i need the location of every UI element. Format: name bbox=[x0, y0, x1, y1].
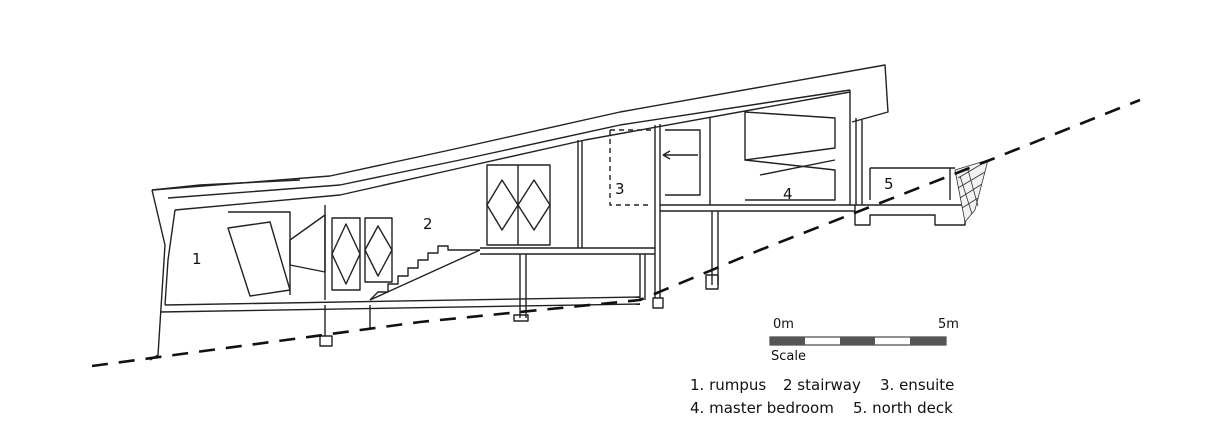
room-label-4: 4 bbox=[783, 185, 793, 203]
room-label-5: 5 bbox=[884, 175, 894, 193]
room-label-2: 2 bbox=[423, 215, 433, 233]
rumpus-floor-under bbox=[159, 303, 641, 313]
rumpus-door bbox=[289, 214, 326, 273]
rumpus-inner-wall bbox=[164, 209, 176, 306]
roof-soffit bbox=[151, 179, 301, 191]
rumpus-outer-wall bbox=[149, 189, 166, 361]
legend-item-master-bedroom: 4. master bedroom bbox=[690, 399, 834, 417]
ensuite-dashed bbox=[609, 129, 655, 206]
hall-door-right bbox=[364, 217, 393, 283]
retaining-wall-hatch bbox=[954, 159, 989, 223]
rumpus-window bbox=[227, 221, 291, 297]
stair-run bbox=[369, 245, 480, 301]
scale-bar bbox=[769, 336, 947, 346]
ground-line bbox=[91, 98, 1141, 368]
deck-slab bbox=[854, 204, 966, 226]
rumpus-window-frame bbox=[228, 211, 291, 295]
rumpus-floor bbox=[164, 296, 641, 306]
bedroom-window bbox=[665, 129, 701, 196]
legend-item-rumpus: 1. rumpus bbox=[690, 376, 767, 394]
hall-door-left bbox=[331, 217, 361, 291]
room-label-3: 3 bbox=[615, 180, 625, 198]
ceiling-line bbox=[174, 91, 851, 211]
legend-item-ensuite: 3. ensuite bbox=[880, 376, 955, 394]
scale-start-label: 0m bbox=[773, 317, 794, 332]
roof-inner-line bbox=[167, 89, 851, 199]
legend-item-stairway: 2 stairway bbox=[783, 376, 861, 394]
roof-outline bbox=[151, 64, 889, 191]
upper-door bbox=[486, 164, 551, 246]
scale-caption: Scale bbox=[771, 349, 806, 364]
room-label-1: 1 bbox=[192, 250, 202, 268]
bed-headboard bbox=[744, 111, 836, 161]
scale-end-label: 5m bbox=[938, 317, 959, 332]
legend-item-north-deck: 5. north deck bbox=[853, 399, 953, 417]
